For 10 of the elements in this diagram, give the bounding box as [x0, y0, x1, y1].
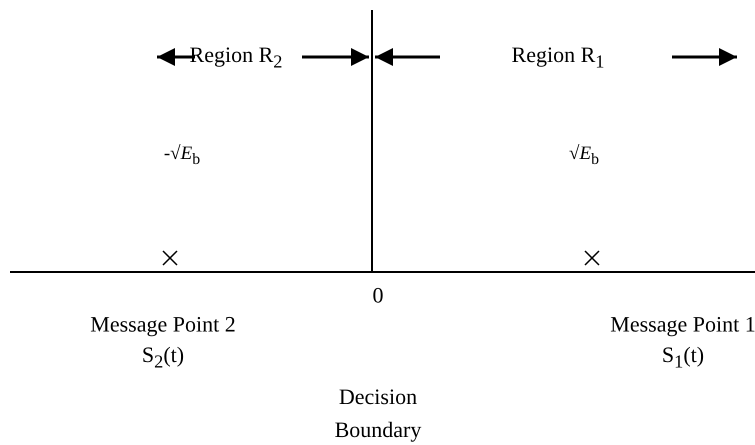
origin-label: 0	[372, 282, 384, 310]
region-label: Region R$_{2}$	[190, 41, 282, 74]
value-label: -√E$_{b}$	[164, 142, 200, 170]
signal-label: S$_{2}$(t)	[142, 341, 184, 374]
point-label: Message Point 1	[610, 310, 755, 338]
value-label: √E$_{b}$	[569, 142, 599, 170]
signal-label: S$_{1}$(t)	[662, 341, 704, 374]
point-label: Message Point 2	[90, 310, 236, 338]
region-label: Region R$_{1}$	[512, 41, 604, 74]
boundary-label: Decision Boundary	[334, 383, 422, 444]
